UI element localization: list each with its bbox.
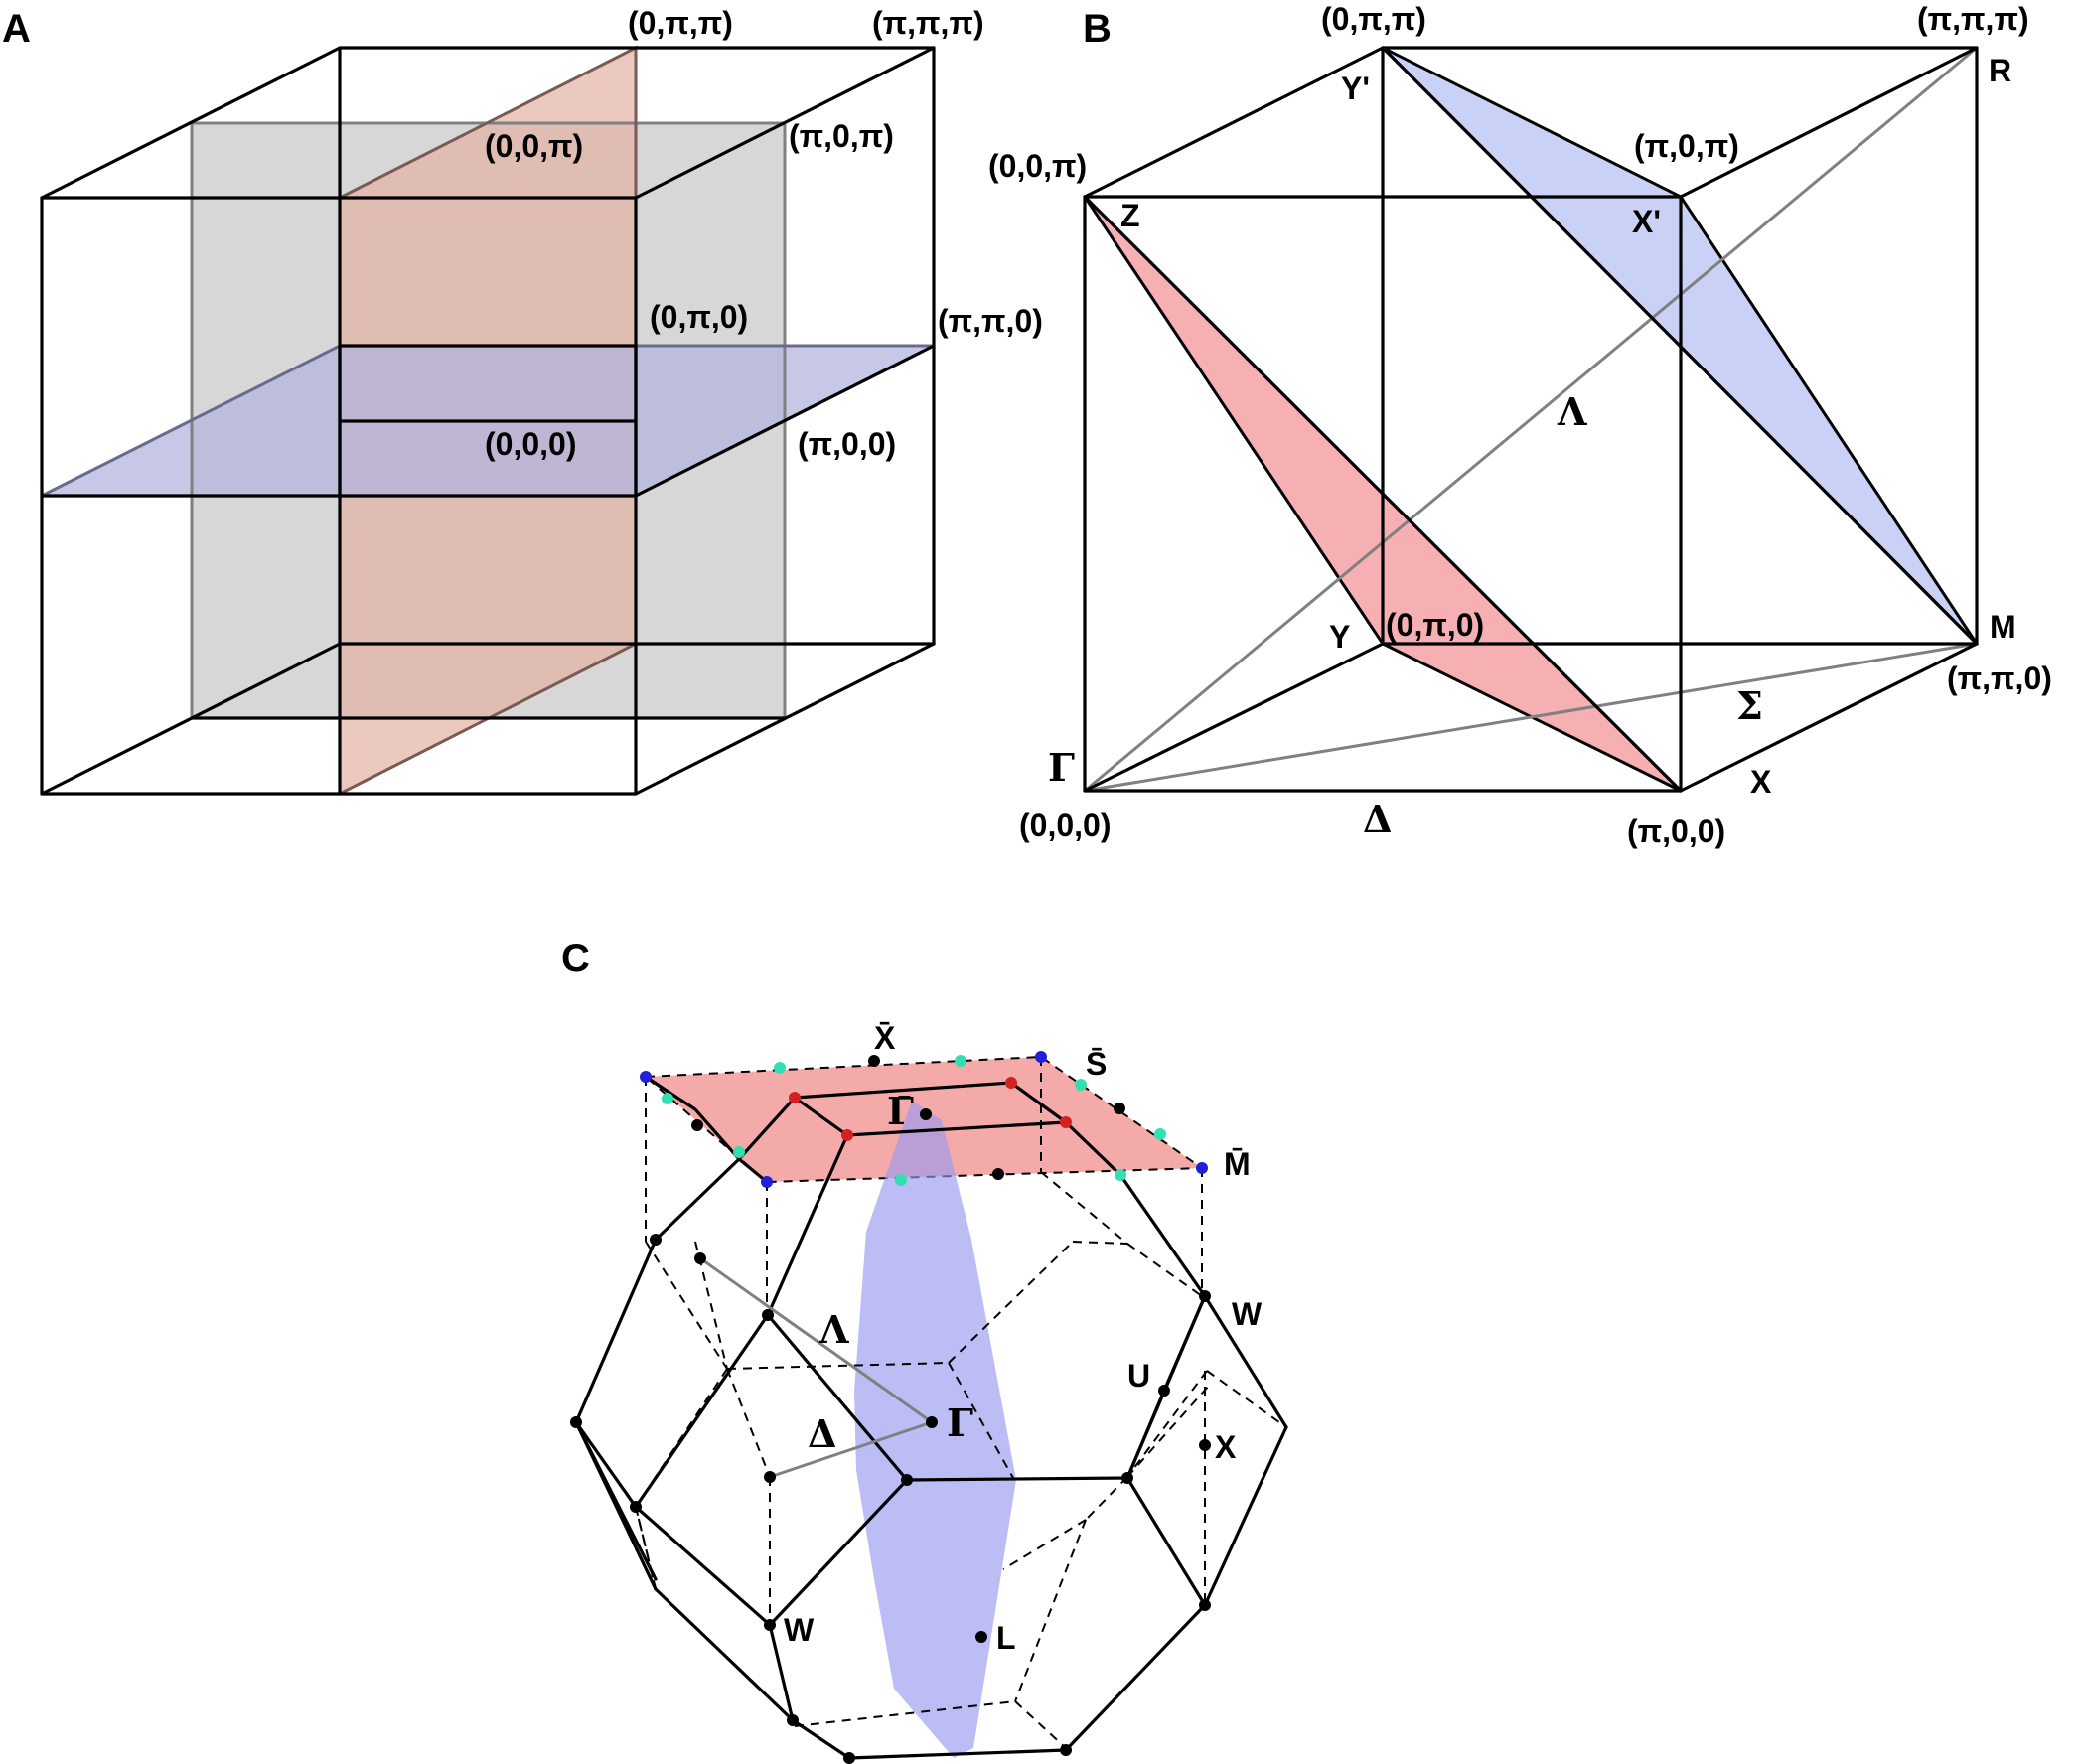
panel-a-letter: A <box>2 7 31 51</box>
point-m: M <box>1990 609 2016 645</box>
point-gamma-c: Γ <box>947 1400 973 1445</box>
label-a-pi-0-0: (π,0,0) <box>798 426 896 462</box>
lambda-line <box>1084 46 1978 793</box>
panel-c-letter: C <box>561 937 590 980</box>
label-a-0-0-0: (0,0,0) <box>485 426 576 462</box>
delta-label: Δ <box>1363 797 1392 841</box>
point-gamma-bar: Γ̄ <box>887 1089 914 1133</box>
panel-b-letter: B <box>1083 7 1112 51</box>
sigma-label: Σ <box>1736 683 1763 728</box>
panel-b: B (0,π,π) (π,π,π) R Y' (0,0,π) (π,0,π) Z <box>988 1 2052 849</box>
label-a-pi-pi-0: (π,π,0) <box>938 303 1043 339</box>
point-x-bar: X̄ <box>874 1020 896 1056</box>
label-b-0-pi-pi: (0,π,π) <box>1321 1 1426 37</box>
point-x-prime: X' <box>1632 204 1661 239</box>
panel-a: A (0, <box>2 5 1043 796</box>
label-b-pi-0-pi: (π,0,π) <box>1634 128 1739 164</box>
point-x-c: X <box>1215 1429 1237 1465</box>
lambda-label: Λ <box>1557 389 1587 434</box>
label-a-0-pi-0: (0,π,0) <box>650 299 748 335</box>
label-b-pi-0-0: (π,0,0) <box>1627 813 1725 849</box>
sigma-line <box>1084 642 1978 793</box>
label-b-0-pi-0: (0,π,0) <box>1386 607 1484 643</box>
point-z: Z <box>1120 198 1140 233</box>
cube-b-edges <box>1083 46 1979 793</box>
delta-line-c <box>769 1420 933 1479</box>
lambda-line-c <box>699 1256 933 1424</box>
point-delta-c: Δ <box>808 1411 836 1456</box>
label-a-pi-pi-pi: (π,π,π) <box>872 5 984 41</box>
bulk-dots <box>570 1234 1211 1764</box>
point-u: U <box>1127 1358 1150 1394</box>
label-a-0-pi-pi: (0,π,π) <box>628 5 733 41</box>
label-a-0-0-pi: (0,0,π) <box>485 128 583 164</box>
point-r: R <box>1989 53 2011 88</box>
point-lambda-c: Λ <box>818 1307 849 1352</box>
blue-plane-c <box>854 1101 1016 1758</box>
label-b-0-0-pi: (0,0,π) <box>988 148 1087 184</box>
label-b-pi-pi-0: (π,π,0) <box>1947 661 2052 696</box>
point-m-bar: M̄ <box>1224 1146 1251 1182</box>
point-s-bar: S̄ <box>1086 1046 1107 1082</box>
point-y: Y <box>1329 619 1350 655</box>
label-b-0-0-0: (0,0,0) <box>1019 808 1111 843</box>
point-l: L <box>996 1620 1016 1656</box>
gamma-label-b: Γ <box>1048 745 1075 790</box>
label-a-pi-0-pi: (π,0,π) <box>789 118 894 154</box>
surface-dots <box>640 1051 1208 1188</box>
point-y-prime: Y' <box>1341 71 1370 106</box>
cube-a-edges <box>40 46 936 796</box>
point-x: X <box>1750 764 1772 800</box>
point-w-top: W <box>1232 1296 1263 1332</box>
panel-c: C <box>561 937 1288 1764</box>
label-b-pi-pi-pi: (π,π,π) <box>1917 1 2029 37</box>
point-w-bottom: W <box>784 1612 815 1648</box>
hidden-edges <box>635 1057 1287 1749</box>
